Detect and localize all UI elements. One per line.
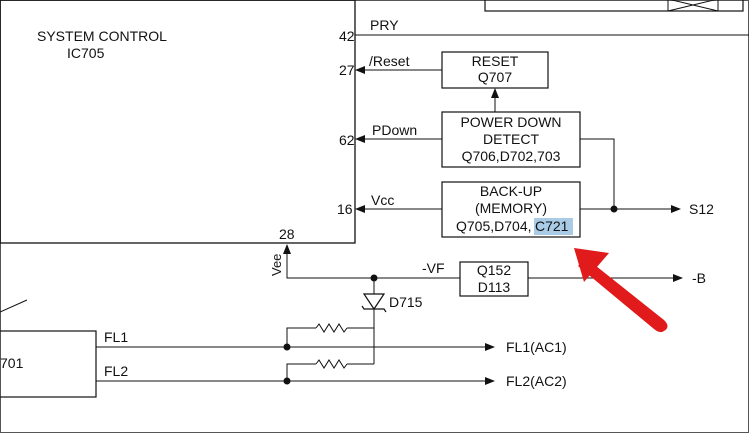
reset-block-line2: Q707 bbox=[478, 69, 512, 85]
c721-highlight bbox=[534, 218, 573, 235]
d715-label: D715 bbox=[389, 294, 423, 310]
ic-ref: IC705 bbox=[67, 45, 105, 61]
pin-42: 42 bbox=[339, 28, 355, 44]
pin-16: 16 bbox=[337, 201, 353, 217]
ic705-box bbox=[0, 0, 356, 244]
ic701-label: 701 bbox=[0, 355, 24, 371]
minus-b-label: -B bbox=[692, 270, 706, 286]
partial-box-cross-b bbox=[667, 0, 716, 12]
fl2-junction bbox=[283, 377, 291, 385]
power-down-detect-block bbox=[441, 111, 581, 168]
backup-line3a: Q705,D704, bbox=[456, 218, 532, 234]
fl2-out-label: FL2(AC2) bbox=[506, 373, 567, 389]
fl1-label: FL1 bbox=[104, 329, 128, 345]
pdd-line2: DETECT bbox=[483, 131, 539, 147]
backup-line2: (MEMORY) bbox=[475, 200, 547, 216]
d715-zener-symbol bbox=[362, 293, 386, 311]
resistor-1 bbox=[315, 323, 348, 333]
vf-label: -VF bbox=[422, 260, 445, 276]
pin-28: 28 bbox=[279, 226, 295, 242]
pdd-line3: Q706,D702,703 bbox=[462, 148, 561, 164]
backup-line1: BACK-UP bbox=[480, 183, 542, 199]
r2-left-wire bbox=[286, 363, 316, 381]
fl1-junction bbox=[283, 343, 291, 351]
pin-62: 62 bbox=[339, 132, 355, 148]
ic-name: SYSTEM CONTROL bbox=[37, 28, 167, 44]
pdd-line1: POWER DOWN bbox=[460, 114, 561, 130]
partial-left-line bbox=[0, 299, 28, 313]
resistor-2 bbox=[315, 359, 348, 369]
q152-line1: Q152 bbox=[477, 262, 511, 278]
reset-block-line1: RESET bbox=[472, 53, 519, 69]
pdown-label: PDown bbox=[372, 122, 417, 138]
s12-label: S12 bbox=[689, 201, 714, 217]
vee-label: Vee bbox=[269, 254, 284, 276]
q152-block bbox=[459, 261, 529, 297]
red-pointer-arrow bbox=[574, 248, 668, 333]
pin-27: 27 bbox=[339, 62, 355, 78]
pdd-sense-wire bbox=[580, 138, 615, 209]
fl1-out-label: FL1(AC1) bbox=[506, 339, 567, 355]
q152-line2: D113 bbox=[478, 279, 511, 295]
s12-junction bbox=[610, 205, 618, 213]
backup-line3b-c721: C721 bbox=[535, 218, 569, 234]
ic701-box bbox=[0, 330, 97, 398]
vee-wire bbox=[283, 244, 460, 279]
partial-top-box bbox=[484, 0, 744, 12]
pry-label: PRY bbox=[370, 17, 399, 33]
r1-left-wire bbox=[286, 327, 316, 347]
reset-signal-label: /Reset bbox=[369, 53, 410, 69]
vcc-label: Vcc bbox=[371, 192, 394, 208]
fl2-label: FL2 bbox=[104, 363, 128, 379]
